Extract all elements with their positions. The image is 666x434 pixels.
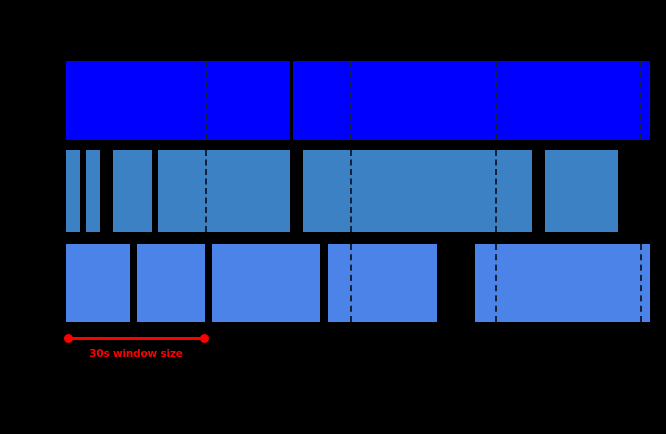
window-size-label: 30s window size: [89, 348, 183, 360]
timeline-track-2: [0, 150, 666, 232]
timeline-segment: [158, 150, 290, 232]
timeline-segment: [293, 61, 650, 140]
window-size-arrow-start-cap: [64, 334, 73, 343]
timeline-segment: [66, 244, 130, 322]
timeline-segment: [303, 150, 532, 232]
timeline-segment: [137, 244, 205, 322]
window-size-arrow-line: [68, 337, 205, 340]
timeline-track-3: [0, 244, 666, 322]
timeline-segment: [545, 150, 618, 232]
window-size-arrow-end-cap: [200, 334, 209, 343]
timeline-segment: [212, 244, 320, 322]
timeline-segment: [86, 150, 100, 232]
timeline-segment: [66, 61, 290, 140]
timeline-segment: [328, 244, 437, 322]
timeline-segment: [475, 244, 650, 322]
timeline-segment: [113, 150, 152, 232]
timeline-track-1: [0, 61, 666, 140]
timeline-segment: [66, 150, 80, 232]
